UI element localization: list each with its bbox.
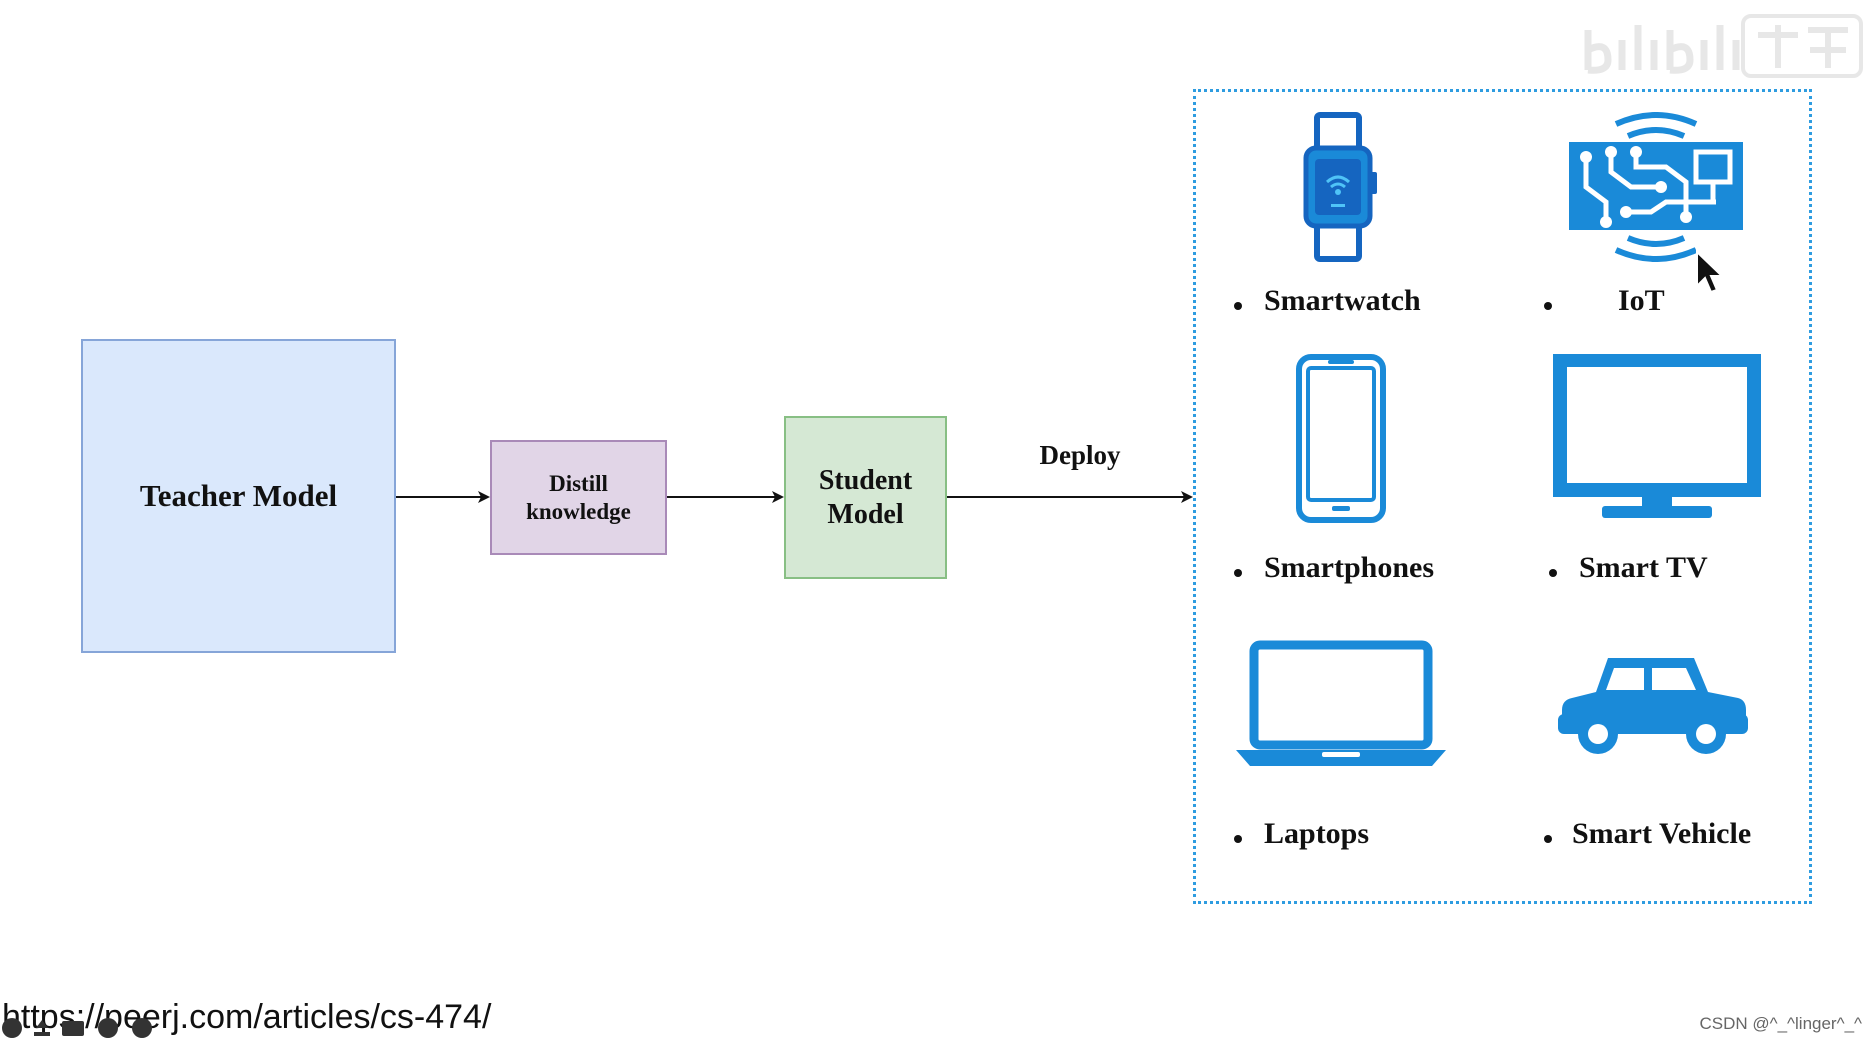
device-label-laptops: Laptops bbox=[1264, 817, 1370, 850]
bullet bbox=[1549, 569, 1557, 577]
smartwatch-icon bbox=[1303, 112, 1377, 262]
distill-knowledge-box: Distill knowledge bbox=[490, 440, 667, 555]
device-label-smart-tv: Smart TV bbox=[1579, 551, 1708, 584]
teacher-model-box: Teacher Model bbox=[81, 339, 396, 653]
credit-watermark: CSDN @^_^linger^_^ bbox=[1699, 1014, 1862, 1033]
distill-knowledge-label: Distill knowledge bbox=[526, 470, 631, 524]
player-controls bbox=[2, 1018, 152, 1038]
device-label-smartphones: Smartphones bbox=[1264, 551, 1435, 584]
device-label-iot: IoT bbox=[1618, 284, 1665, 317]
smartphone-icon bbox=[1296, 354, 1386, 523]
mouse-cursor-icon bbox=[1696, 250, 1725, 294]
back-icon[interactable] bbox=[2, 1018, 22, 1038]
caption-icon[interactable] bbox=[62, 1021, 84, 1036]
teacher-model-label: Teacher Model bbox=[139, 478, 338, 514]
student-model-label: Student Model bbox=[818, 464, 913, 530]
laptop-icon bbox=[1236, 640, 1446, 766]
device-group: Smartwatch IoT Smartphones Sma bbox=[1193, 89, 1812, 904]
upload-icon[interactable] bbox=[34, 1020, 50, 1036]
deploy-label: Deploy bbox=[1039, 440, 1121, 470]
bilibili-watermark-logo bbox=[1584, 14, 1863, 78]
bullet bbox=[1544, 302, 1552, 310]
car-icon bbox=[1558, 658, 1748, 754]
forward-icon[interactable] bbox=[132, 1018, 152, 1038]
tv-icon bbox=[1553, 354, 1761, 518]
device-label-smartwatch: Smartwatch bbox=[1264, 284, 1421, 317]
device-label-smart-vehicle: Smart Vehicle bbox=[1572, 817, 1752, 850]
student-model-box: Student Model bbox=[784, 416, 947, 579]
bullet bbox=[1234, 302, 1242, 310]
record-icon[interactable] bbox=[98, 1018, 118, 1038]
bullet bbox=[1234, 835, 1242, 843]
bullet bbox=[1234, 569, 1242, 577]
bullet bbox=[1544, 835, 1552, 843]
iot-circuit-icon bbox=[1569, 112, 1743, 262]
